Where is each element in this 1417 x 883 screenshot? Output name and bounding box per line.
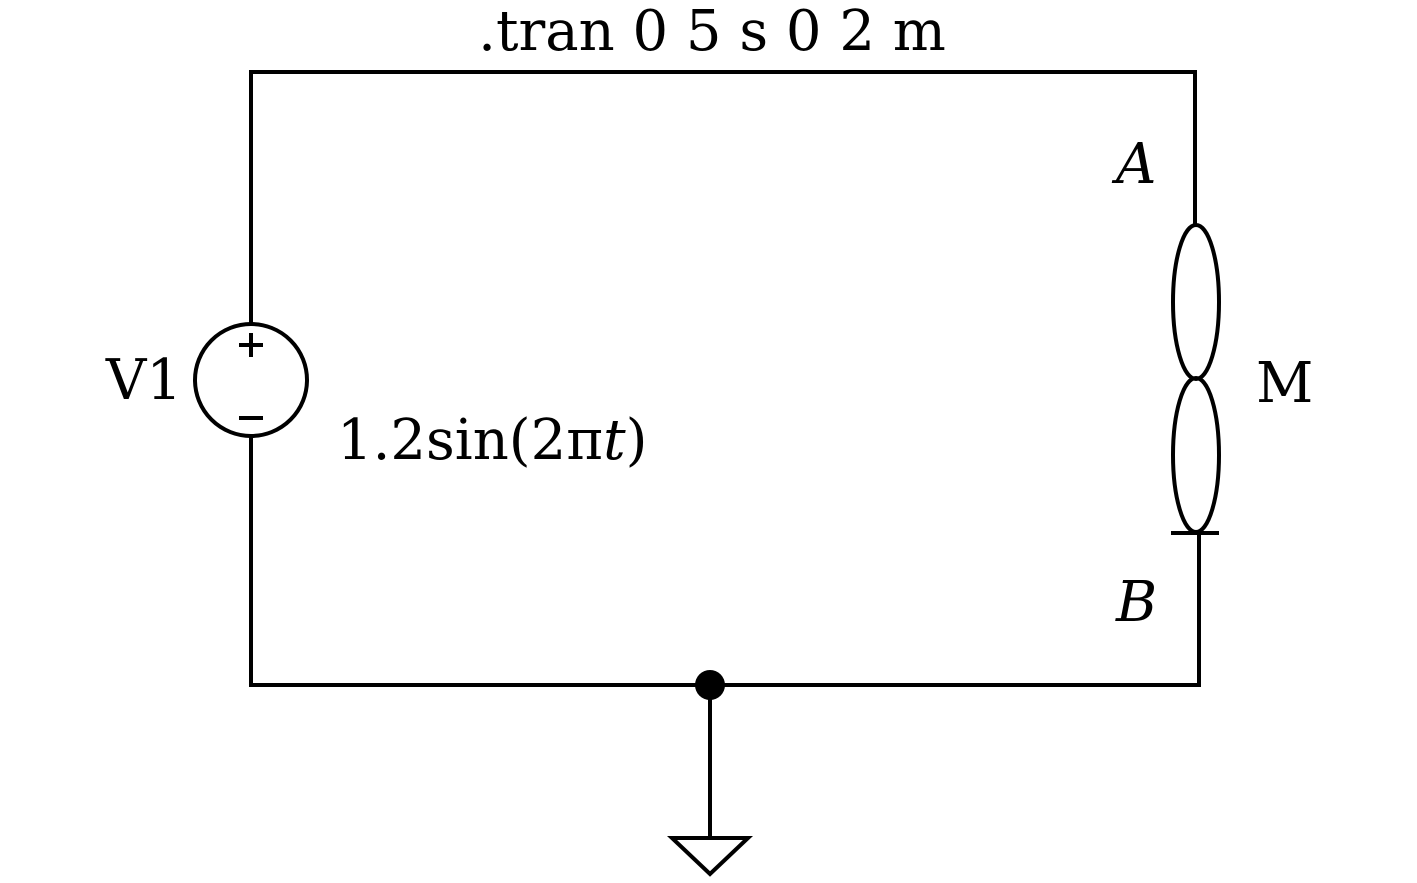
- tran-directive: .tran 0 5 s 0 2 m: [478, 0, 946, 64]
- source-name-label: V1: [105, 348, 182, 413]
- source-circle: [193, 322, 309, 438]
- component-m: [1171, 223, 1221, 535]
- ground-symbol: [666, 685, 754, 877]
- terminal-b-label: B: [1115, 570, 1157, 635]
- component-lower-lobe: [1171, 376, 1221, 534]
- source-value-variable: t: [603, 408, 626, 473]
- source-value-prefix: 1.2sin(2π: [337, 408, 603, 473]
- ground-triangle: [666, 836, 754, 877]
- voltage-source-v1: [193, 322, 309, 438]
- source-value-label: 1.2sin(2πt): [337, 408, 647, 473]
- component-upper-lobe: [1171, 223, 1221, 381]
- terminal-a-label: A: [1111, 132, 1156, 197]
- component-name-label: M: [1256, 351, 1313, 416]
- source-value-suffix: ): [626, 408, 648, 473]
